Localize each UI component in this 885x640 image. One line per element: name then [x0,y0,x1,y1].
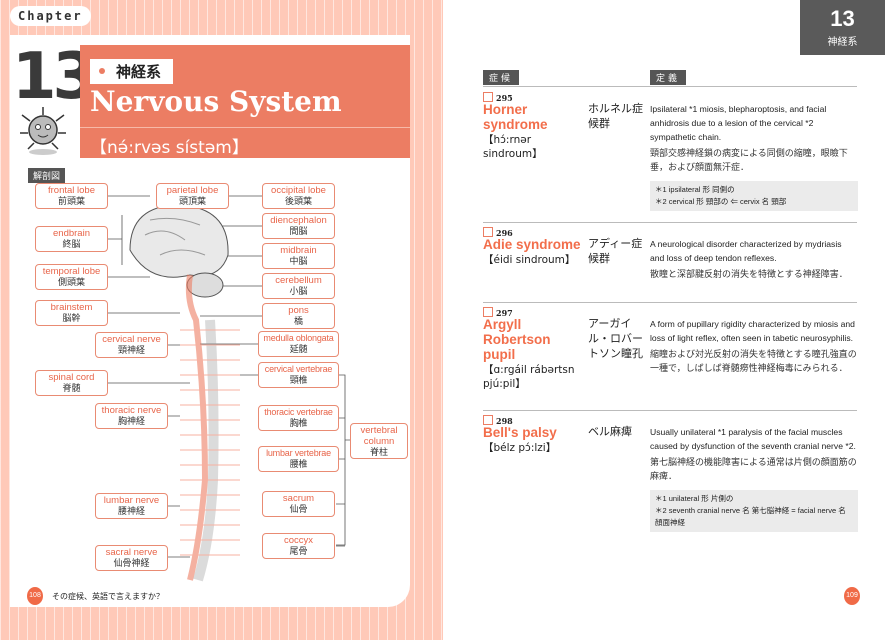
divider [483,302,857,303]
tab-label: 神経系 [827,37,858,48]
en-title: Nervous System [90,85,342,118]
page-number-right: 109 [844,587,860,605]
entry-number: 298 [483,415,857,426]
title-divider [80,127,410,128]
entry-297: 297 Argyll Robertson pupil【ɑ:rgáil rábər… [483,307,857,390]
entry-term: Horner syndrome【hɔ́:rnər sindroum】 [483,102,548,160]
entry-notes: ＊1 ipsilateral 形 同側の＊2 cervical 形 頸部の ⇐ … [650,181,858,211]
divider [483,410,857,411]
entry-number: 297 [483,307,857,318]
chapter-tab: 13 神経系 [800,0,885,55]
entry-296: 296 Adie syndrome【éidi sindroum】 アディー症候群… [483,227,857,280]
column-header-definition: 定義 [650,70,687,85]
entry-jp-term: ベル麻痺 [588,426,632,438]
entry-jp-term: ホルネル症候群 [588,103,643,130]
title-pronunciation: 【nə́:rvəs sístəm】 [90,138,249,158]
column-header-symptom: 症候 [483,70,520,85]
entry-definition: Usually unilateral *1 paralysis of the f… [650,425,858,532]
page-number-left: 108 [27,587,43,605]
entry-definition: Ipsilateral *1 miosis, blepharoptosis, a… [650,102,858,211]
section-label: 解剖図 [28,168,66,183]
entry-jp-term: アディー症候群 [588,238,643,265]
chapter-title-box: 神経系 Nervous System 【nə́:rvəs sístəm】 [80,45,410,158]
footer-text: その症候、英語で言えますか？ [52,592,164,601]
entry-definition: A neurological disorder characterized by… [650,239,848,280]
jp-title: 神経系 [90,59,174,84]
anatomy-illustration [108,195,350,582]
entry-notes: ＊1 unilateral 形 片側の＊2 seventh cranial ne… [650,490,858,532]
entry-number: 296 [483,227,857,238]
entry-number: 295 [483,92,857,103]
entry-definition: A form of pupillary rigidity characteriz… [650,319,857,374]
neuron-mascot-icon [20,107,66,155]
tab-number: 13 [830,6,855,31]
chapter-label: Chapter [10,6,91,26]
entry-jp-term: アーガイル・ロバートソン瞳孔 [588,318,643,360]
entry-term: Adie syndrome【éidi sindroum】 [483,237,581,266]
entry-298: 298 Bell's palsy【bélz pɔ́:lzi】 ベル麻痺 Usua… [483,415,858,532]
divider [483,222,857,223]
divider [483,86,857,87]
entry-term: Bell's palsy【bélz pɔ́:lzi】 [483,425,557,454]
entry-term: Argyll Robertson pupil【ɑ:rgáil rábərtsn … [483,317,575,390]
entry-295: 295 Horner syndrome【hɔ́:rnər sindroum】 ホ… [483,92,858,211]
